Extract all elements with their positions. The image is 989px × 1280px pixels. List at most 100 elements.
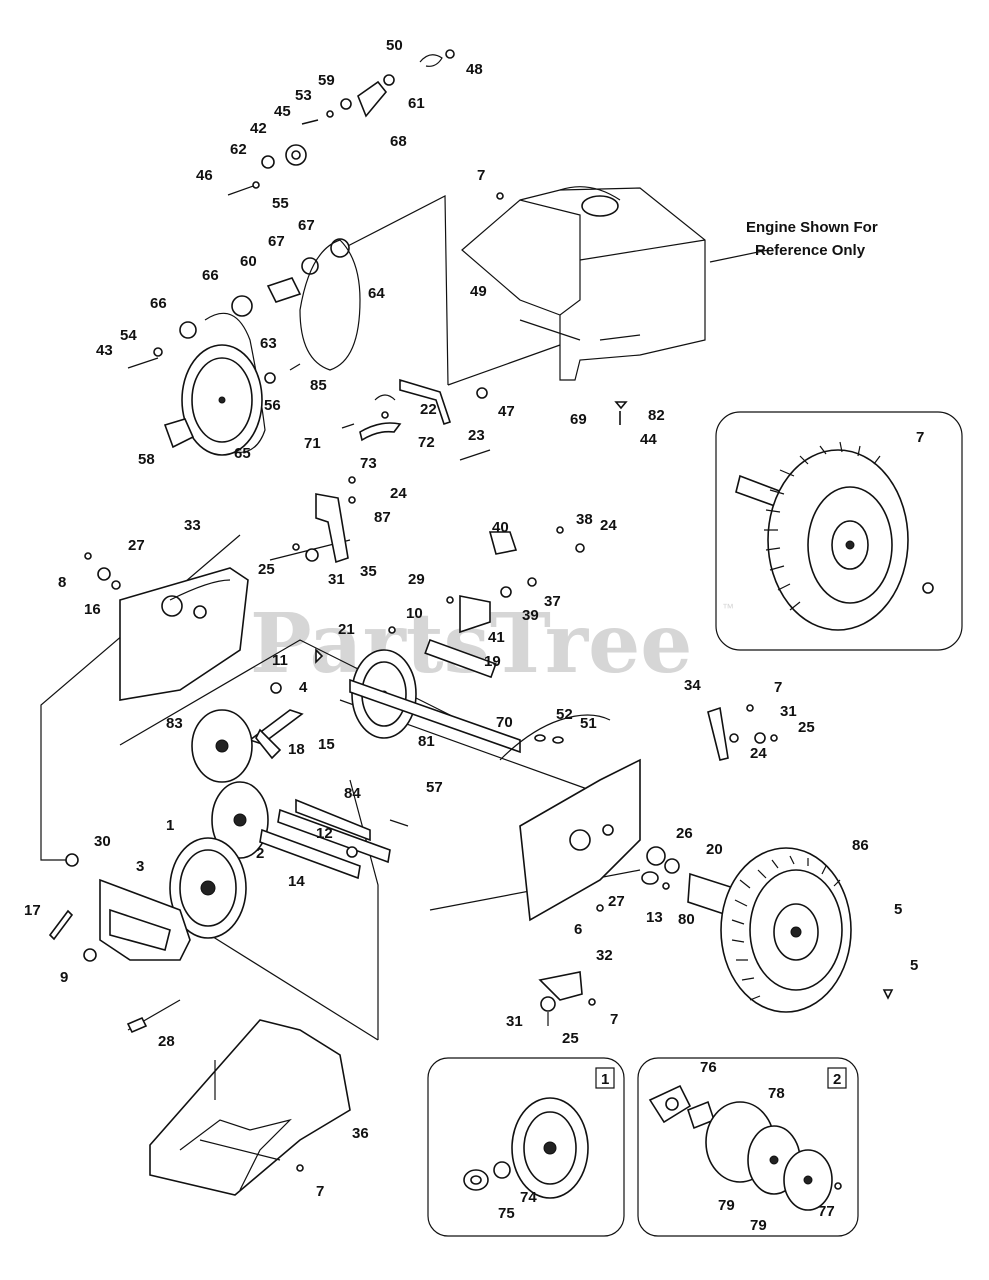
callout-15: 15 bbox=[318, 736, 335, 753]
callout-54: 54 bbox=[120, 327, 137, 344]
callout-45: 45 bbox=[274, 103, 291, 120]
callout-47: 47 bbox=[498, 403, 515, 420]
callout-61: 61 bbox=[408, 95, 425, 112]
callout-66: 66 bbox=[202, 267, 219, 284]
inset-box-1: 1 bbox=[427, 1057, 625, 1237]
inset1-label: 1 bbox=[601, 1071, 609, 1088]
callout-41: 41 bbox=[488, 629, 505, 646]
callout-64: 64 bbox=[368, 285, 385, 302]
callout-60: 60 bbox=[240, 253, 257, 270]
callout-50: 50 bbox=[386, 37, 403, 54]
callout-67: 67 bbox=[298, 217, 315, 234]
callout-85: 85 bbox=[310, 377, 327, 394]
engine-note-line1: Engine Shown For bbox=[746, 219, 878, 236]
drive-pulleys bbox=[127, 238, 361, 456]
gear-shaft bbox=[248, 526, 585, 760]
callout-20: 20 bbox=[706, 841, 723, 858]
callout-24: 24 bbox=[750, 745, 767, 762]
callout-10: 10 bbox=[406, 605, 423, 622]
callout-51: 51 bbox=[580, 715, 597, 732]
callout-40: 40 bbox=[492, 519, 509, 536]
callout-86: 86 bbox=[852, 837, 869, 854]
callout-1: 1 bbox=[166, 817, 174, 834]
skid-plate-36 bbox=[149, 1019, 351, 1196]
callout-73: 73 bbox=[360, 455, 377, 472]
callout-22: 22 bbox=[420, 401, 437, 418]
callout-25: 25 bbox=[798, 719, 815, 736]
callout-42: 42 bbox=[250, 120, 267, 137]
callout-66: 66 bbox=[150, 295, 167, 312]
callout-29: 29 bbox=[408, 571, 425, 588]
reference-lines bbox=[40, 195, 641, 1041]
callout-70: 70 bbox=[496, 714, 513, 731]
inset2-label: 2 bbox=[833, 1071, 841, 1088]
callout-23: 23 bbox=[468, 427, 485, 444]
callout-8: 8 bbox=[58, 574, 66, 591]
callout-67: 67 bbox=[268, 233, 285, 250]
callout-27: 27 bbox=[128, 537, 145, 554]
callout-79: 79 bbox=[718, 1197, 735, 1214]
callout-19: 19 bbox=[484, 653, 501, 670]
callout-55: 55 bbox=[272, 195, 289, 212]
housing-plate bbox=[499, 704, 778, 922]
callout-31: 31 bbox=[506, 1013, 523, 1030]
callout-69: 69 bbox=[570, 411, 587, 428]
callout-52: 52 bbox=[556, 706, 573, 723]
callout-80: 80 bbox=[678, 911, 695, 928]
callout-83: 83 bbox=[166, 715, 183, 732]
callout-36: 36 bbox=[352, 1125, 369, 1142]
callout-78: 78 bbox=[768, 1085, 785, 1102]
bracket-3 bbox=[48, 853, 191, 1034]
callout-74: 74 bbox=[520, 1189, 537, 1206]
callout-53: 53 bbox=[295, 87, 312, 104]
callout-26: 26 bbox=[676, 825, 693, 842]
callout-82: 82 bbox=[648, 407, 665, 424]
callout-27: 27 bbox=[608, 893, 625, 910]
callout-75: 75 bbox=[498, 1205, 515, 1222]
callout-84: 84 bbox=[344, 785, 361, 802]
callout-17: 17 bbox=[24, 902, 41, 919]
callout-57: 57 bbox=[426, 779, 443, 796]
engine-note-line2: Reference Only bbox=[755, 242, 866, 259]
callout-21: 21 bbox=[338, 621, 355, 638]
callout-32: 32 bbox=[596, 947, 613, 964]
callout-59: 59 bbox=[318, 72, 335, 89]
callout-2: 2 bbox=[256, 845, 264, 862]
callout-30: 30 bbox=[94, 833, 111, 850]
callout-49: 49 bbox=[470, 283, 487, 300]
discs bbox=[169, 709, 409, 939]
callout-3: 3 bbox=[136, 858, 144, 875]
note-leader bbox=[709, 249, 769, 263]
trademark: ™ bbox=[722, 601, 734, 615]
callout-48: 48 bbox=[466, 61, 483, 78]
callout-25: 25 bbox=[562, 1030, 579, 1047]
callout-9: 9 bbox=[60, 969, 68, 986]
inset-box-2: 2 bbox=[637, 1057, 859, 1237]
callout-33: 33 bbox=[184, 517, 201, 534]
callout-35: 35 bbox=[360, 563, 377, 580]
callout-56: 56 bbox=[264, 397, 281, 414]
frame-plate bbox=[84, 476, 356, 701]
callout-62: 62 bbox=[230, 141, 247, 158]
callout-58: 58 bbox=[138, 451, 155, 468]
callout-81: 81 bbox=[418, 733, 435, 750]
callout-77: 77 bbox=[818, 1203, 835, 1220]
callout-43: 43 bbox=[96, 342, 113, 359]
callout-71: 71 bbox=[304, 435, 321, 452]
callout-7: 7 bbox=[916, 429, 924, 446]
callout-24: 24 bbox=[600, 517, 617, 534]
callout-7: 7 bbox=[610, 1011, 618, 1028]
wheel-86 bbox=[641, 846, 894, 1013]
callout-11: 11 bbox=[272, 652, 288, 669]
callout-46: 46 bbox=[196, 167, 213, 184]
callout-63: 63 bbox=[260, 335, 277, 352]
callout-24: 24 bbox=[390, 485, 407, 502]
callout-7: 7 bbox=[477, 167, 485, 184]
engine-outline bbox=[461, 186, 706, 425]
callout-76: 76 bbox=[700, 1059, 717, 1076]
callout-14: 14 bbox=[288, 873, 305, 890]
callout-37: 37 bbox=[544, 593, 561, 610]
callout-7: 7 bbox=[774, 679, 782, 696]
